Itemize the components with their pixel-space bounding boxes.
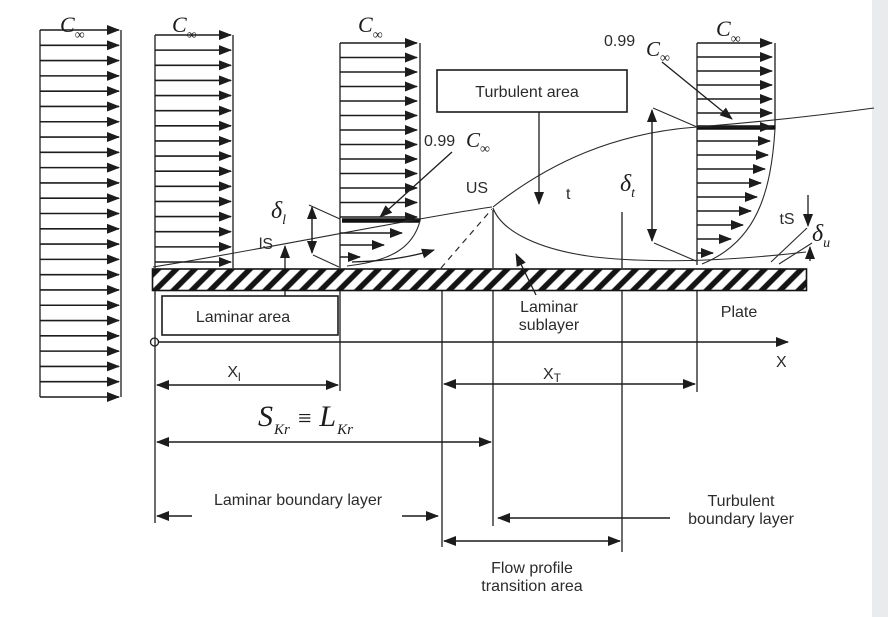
svg-text:XT: XT: [543, 366, 562, 385]
c-symbol: C: [646, 37, 661, 61]
laminar-sublayer-curve: [492, 207, 807, 262]
dimension-x-laminar: Xl: [156, 364, 339, 390]
laminar-sublayer-callout: Laminar sublayer: [515, 253, 580, 334]
l-kr-sub: Kr: [336, 422, 353, 438]
svg-text:δl: δl: [271, 198, 286, 228]
transition-start-dashed-line: [440, 208, 493, 269]
laminar-area-label: Laminar area: [196, 309, 290, 326]
delta-subscript: t: [631, 186, 636, 201]
laminar-bl-edge-curve: [152, 206, 493, 268]
delta-subscript: u: [823, 236, 830, 251]
svg-text:SKr≡LKr: SKr≡LKr: [258, 400, 353, 438]
dimension-flow-profile-transition: Flow profile transition area: [443, 536, 621, 595]
freestream-profile-2: [154, 30, 234, 268]
delta-laminar-measure: δl: [271, 198, 341, 268]
fraction-099-label: 0.99: [604, 33, 635, 50]
x-turbulent-subscript: T: [554, 371, 562, 385]
t-point-label: t: [566, 186, 571, 203]
s-kr-sub: Kr: [273, 422, 290, 438]
ts-point-label: tS: [779, 211, 794, 228]
flow-profile-transition-label-line1: Flow profile: [491, 560, 573, 577]
svg-text:C∞: C∞: [646, 37, 670, 66]
turbulent-boundary-layer-label-line1: Turbulent: [708, 493, 776, 510]
dimension-extension-lines: [154, 291, 698, 552]
turbulent-area-label: Turbulent area: [475, 84, 579, 101]
dimension-laminar-boundary-layer: Laminar boundary layer: [156, 492, 439, 521]
x-turbulent-symbol: X: [543, 366, 554, 383]
turbulent-area-callout: Turbulent area: [436, 69, 628, 205]
us-point-label: US: [466, 180, 488, 197]
laminar-sublayer-label-line1: Laminar: [520, 299, 578, 316]
plate-hatched-bar: [151, 268, 808, 292]
plate: [151, 268, 808, 292]
level-099-arrow-right: [661, 61, 733, 120]
level-099-annotation-right: 0.99 C∞: [604, 33, 733, 120]
level-099-annotation-mid: 0.99 C∞: [379, 128, 490, 218]
l-kr-symbol: L: [318, 400, 336, 433]
delta-subscript: l: [282, 213, 286, 228]
c-infinity-label-2: C∞: [172, 12, 197, 43]
flow-profile-transition-label-line2: transition area: [481, 578, 582, 595]
turbulent-boundary-layer-label-line2: boundary layer: [688, 511, 795, 528]
svg-text:δu: δu: [812, 221, 830, 251]
svg-text:C∞: C∞: [466, 128, 490, 157]
laminar-profile-envelope: [346, 220, 421, 267]
c-infinity-label-3: C∞: [358, 12, 383, 43]
freestream-profile-1: [39, 25, 122, 402]
delta-sublayer-measure: tS δu: [770, 195, 830, 265]
laminar-area-callout: Laminar area: [161, 295, 339, 336]
delta-turbulent-measure: δt: [620, 107, 698, 262]
infinity-symbol: ∞: [480, 142, 490, 157]
c-infinity-label-4: C∞: [716, 16, 741, 47]
dimension-x-turbulent: XT: [443, 366, 696, 389]
level-099-arrow-mid: [379, 151, 453, 218]
s-kr-symbol: S: [258, 400, 273, 433]
laminar-sublayer-label-line2: sublayer: [519, 317, 580, 334]
laminar-station-profile: [339, 38, 421, 268]
dimension-turbulent-boundary-layer: Turbulent boundary layer: [497, 493, 795, 528]
equiv-sign: ≡: [298, 406, 312, 432]
svg-text:δt: δt: [620, 171, 636, 201]
delta-symbol: δ: [812, 221, 824, 247]
delta-symbol: δ: [271, 198, 283, 224]
x-laminar-symbol: X: [227, 364, 238, 381]
transition-flow-arrow: [351, 248, 435, 263]
turbulent-profile-envelope: [701, 128, 776, 265]
plate-label: Plate: [721, 304, 758, 321]
infinity-symbol: ∞: [660, 51, 670, 66]
delta-symbol: δ: [620, 171, 632, 197]
laminar-sublayer-arrow: [515, 253, 537, 296]
laminar-area-box: [161, 295, 339, 336]
c-symbol: C: [466, 128, 481, 152]
page-edge-strip: [872, 0, 888, 617]
dimension-s-kr: SKr≡LKr: [156, 400, 492, 447]
laminar-boundary-layer-label: Laminar boundary layer: [214, 492, 383, 509]
ls-point-label: lS: [259, 236, 273, 253]
x-axis-label: X: [776, 354, 787, 371]
fraction-099-label: 0.99: [424, 133, 455, 150]
turbulent-area-box: [436, 69, 628, 113]
svg-text:Xl: Xl: [227, 364, 240, 384]
c-infinity-label-1: C∞: [60, 12, 85, 43]
turbulent-station-profile: [696, 38, 776, 265]
boundary-layer-curves: [152, 107, 875, 269]
x-laminar-subscript: l: [238, 370, 241, 384]
